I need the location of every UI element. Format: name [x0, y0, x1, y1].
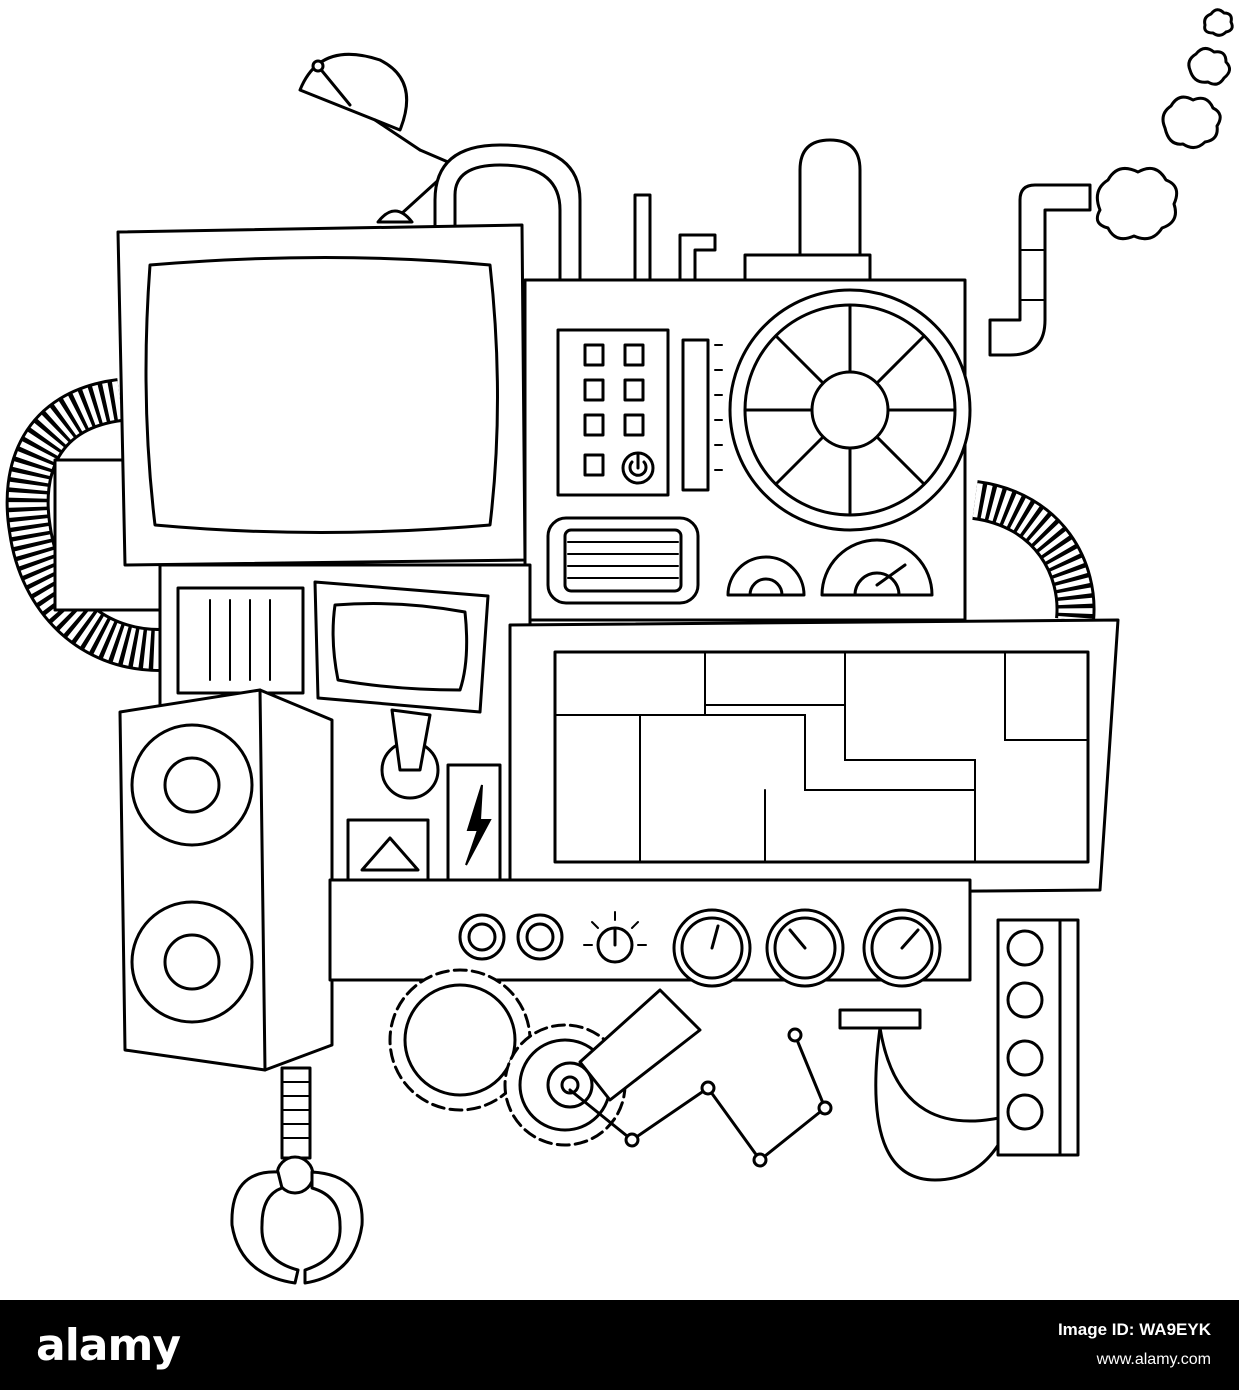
- round-buttons: [458, 913, 564, 961]
- exhaust-pipe: [988, 183, 1092, 357]
- power-keypad: [556, 328, 670, 497]
- semicircle-gauges: [726, 538, 934, 597]
- sun-dial-icon: [583, 911, 647, 964]
- smoke-puffs: [1095, 8, 1234, 241]
- lightning-warning-icon: [446, 763, 502, 885]
- satellite-dish-icon: [298, 52, 463, 224]
- stock-watermark-footer: alamy Image ID: WA9EYK www.alamy.com: [0, 1300, 1239, 1390]
- small-monitor: [313, 580, 490, 714]
- power-strip: [838, 918, 1080, 1182]
- site-url-link[interactable]: www.alamy.com: [1096, 1351, 1211, 1368]
- vent-grille: [546, 516, 700, 605]
- robotic-arm: [568, 988, 833, 1168]
- claw-icon: [230, 1066, 364, 1285]
- dial-gauges: [672, 908, 942, 988]
- power-icon: [621, 451, 655, 485]
- image-id-label: Image ID: WA9EYK: [1057, 1320, 1211, 1339]
- speaker-grille: [176, 586, 305, 695]
- riveted-panel: [508, 618, 1120, 897]
- speaker-cabinet: [118, 688, 334, 1072]
- siren-light-icon: [743, 138, 872, 282]
- fantasy-machine-illustration: [5, 8, 1234, 1285]
- fan-icon: [728, 288, 972, 532]
- alamy-logo: alamy: [36, 1319, 181, 1371]
- image-info: Image ID: WA9EYK www.alamy.com: [1058, 1315, 1211, 1375]
- gear-icon: [388, 968, 627, 1147]
- crt-monitor: [116, 223, 527, 567]
